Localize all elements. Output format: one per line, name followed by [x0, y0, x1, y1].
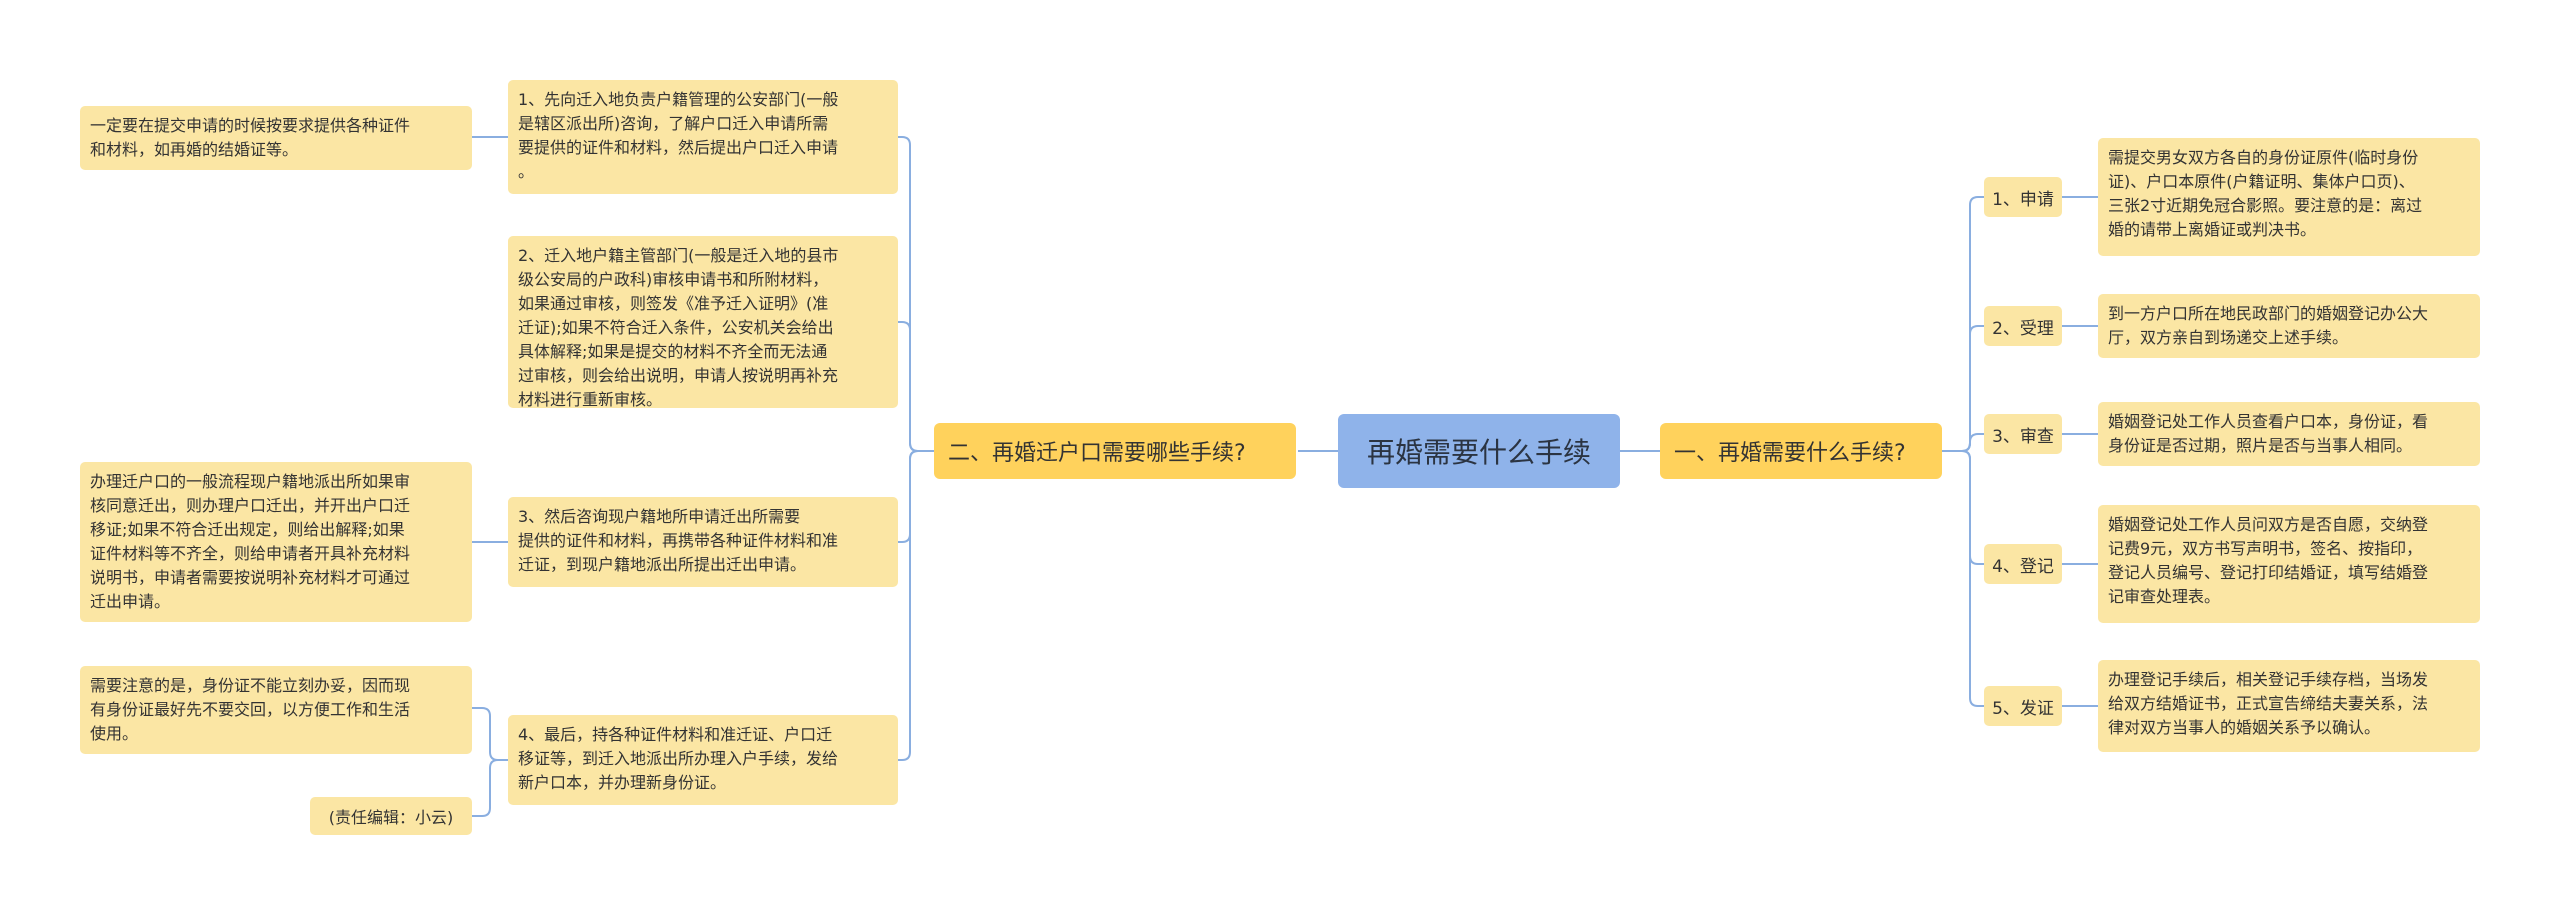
link-right-step-1: [1942, 196, 1984, 452]
transfer-item-3: 3、然后咨询现户籍地所申请迁出所需要 提供的证件和材料，再携带各种证件材料和准 …: [508, 497, 898, 587]
link-item-note-4a: [472, 707, 508, 761]
step-accept-detail: 到一方户口所在地民政部门的婚姻登记办公大 厅，双方亲自到场递交上述手续。: [2098, 294, 2480, 358]
transfer-item-4-note: 需要注意的是，身份证不能立刻办妥，因而现 有身份证最好先不要交回，以方便工作和生…: [80, 666, 472, 754]
link-left-item-1: [898, 136, 934, 452]
transfer-item-4: 4、最后，持各种证件材料和准迁证、户口迁 移证等，到迁入地派出所办理入户手续，发…: [508, 715, 898, 805]
link-right-step-4: [1961, 450, 1984, 565]
transfer-item-1: 1、先向迁入地负责户籍管理的公安部门(一般 是辖区派出所)咨询，了解户口迁入申请…: [508, 80, 898, 194]
step-review[interactable]: 3、审查: [1984, 414, 2062, 454]
step-issue[interactable]: 5、发证: [1984, 686, 2062, 726]
editor-credit: (责任编辑：小云): [310, 797, 472, 835]
link-right-step-5: [1961, 450, 1984, 707]
branch-marriage-procedures[interactable]: 一、再婚需要什么手续?: [1660, 423, 1942, 479]
branch-household-transfer[interactable]: 二、再婚迁户口需要哪些手续?: [934, 423, 1296, 479]
step-accept[interactable]: 2、受理: [1984, 306, 2062, 346]
step-register[interactable]: 4、登记: [1984, 544, 2062, 584]
root-topic[interactable]: 再婚需要什么手续: [1338, 414, 1620, 488]
link-right-step-3: [1961, 433, 1984, 452]
link-left-item-4: [898, 450, 919, 761]
step-apply-detail: 需提交男女双方各自的身份证原件(临时身份 证)、户口本原件(户籍证明、集体户口页…: [2098, 138, 2480, 256]
transfer-item-1-note: 一定要在提交申请的时候按要求提供各种证件 和材料，如再婚的结婚证等。: [80, 106, 472, 170]
link-right-step-2: [1961, 325, 1984, 452]
link-left-item-3: [898, 450, 919, 543]
link-item-note-4b: [472, 759, 499, 817]
step-issue-detail: 办理登记手续后，相关登记手续存档，当场发 给双方结婚证书，正式宣告缔结夫妻关系，…: [2098, 660, 2480, 752]
transfer-item-2: 2、迁入地户籍主管部门(一般是迁入地的县市 级公安局的户政科)审核申请书和所附材…: [508, 236, 898, 409]
step-review-detail: 婚姻登记处工作人员查看户口本，身份证，看 身份证是否过期，照片是否与当事人相同。: [2098, 402, 2480, 466]
transfer-item-3-note: 办理迁户口的一般流程现户籍地派出所如果审 核同意迁出，则办理户口迁出，并开出户口…: [80, 462, 472, 622]
step-apply[interactable]: 1、申请: [1984, 177, 2062, 217]
link-left-item-2: [898, 321, 919, 452]
step-register-detail: 婚姻登记处工作人员问双方是否自愿，交纳登 记费9元，双方书写声明书，签名、按指印…: [2098, 505, 2480, 623]
